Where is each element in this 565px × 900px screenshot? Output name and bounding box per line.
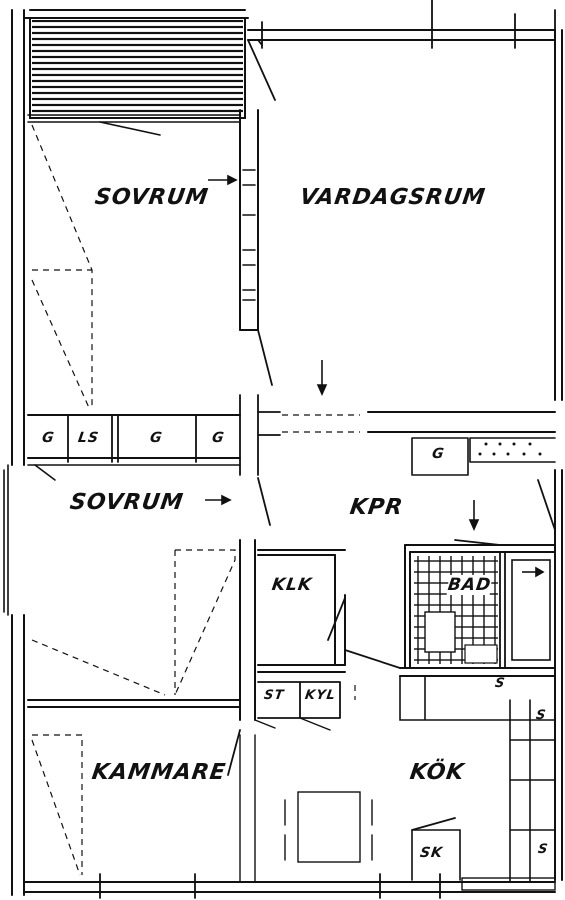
room-label-kok: KÖK — [408, 760, 467, 785]
fixture-label-st: ST — [262, 688, 286, 703]
balcony-hatch — [32, 20, 243, 116]
fixture-label-g1: G — [40, 430, 56, 446]
room-label-kammare: KAMMARE — [90, 760, 228, 785]
room-label-vardagsrum: VARDAGSRUM — [298, 185, 488, 210]
stove-dots — [478, 442, 542, 456]
fixture-label-g2: G — [148, 430, 164, 446]
room-label-sovrum-top: SOVRUM — [93, 185, 211, 210]
arrows — [205, 174, 545, 578]
fixture-label-g3: G — [210, 430, 226, 446]
fixture-label-s3: S — [536, 842, 550, 857]
fixture-label-g4: G — [430, 446, 446, 462]
fixture-label-kyl: KYL — [303, 688, 337, 703]
fixture-label-s2: S — [534, 708, 548, 723]
furniture-dashes — [31, 124, 360, 876]
room-label-kpr: KPR — [348, 495, 405, 520]
fixture-label-ls: LS — [76, 430, 101, 446]
room-label-bad: BAD — [446, 575, 493, 595]
room-label-sovrum-mid: SOVRUM — [68, 490, 186, 515]
room-label-klk: KLK — [270, 575, 314, 595]
fixture-label-s1: S — [493, 676, 507, 691]
fixture-label-sk: SK — [418, 845, 445, 861]
walls — [3, 0, 563, 899]
